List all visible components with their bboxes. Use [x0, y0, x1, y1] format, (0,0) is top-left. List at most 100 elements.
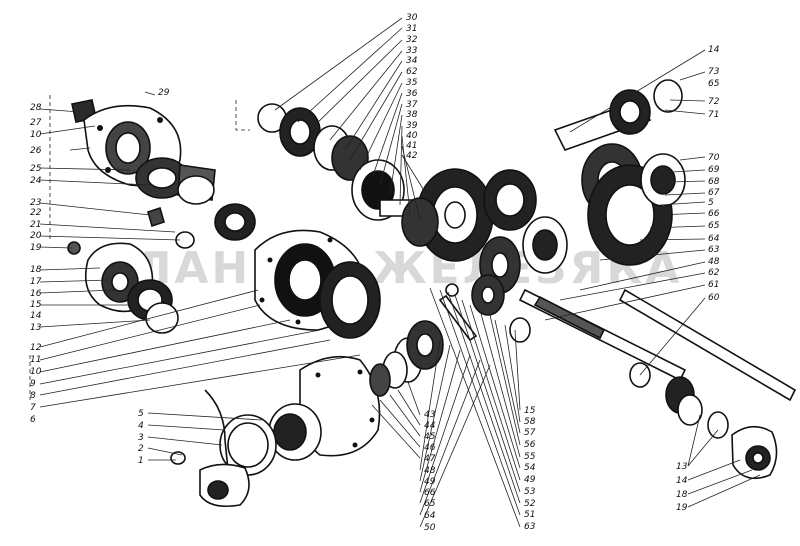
label-2: 2 — [138, 444, 144, 454]
leader-lines — [29, 17, 761, 528]
label-63: 63 — [708, 245, 720, 255]
synchronizer-rings — [369, 320, 444, 397]
label-15a: 15 — [30, 300, 42, 310]
label-c49: 49 — [424, 477, 436, 487]
label-7: 7 — [30, 403, 36, 413]
label-29: 29 — [158, 88, 170, 98]
label-20: 20 — [30, 231, 42, 241]
label-51: 51 — [524, 510, 535, 520]
label-68: 68 — [708, 177, 720, 187]
label-69: 69 — [708, 165, 720, 175]
clutch-housing — [254, 229, 381, 339]
label-58: 58 — [524, 417, 536, 427]
label-5a: 5 — [138, 409, 144, 419]
label-b13: 13 — [676, 462, 688, 472]
label-40: 40 — [406, 131, 418, 141]
label-21: 21 — [30, 220, 41, 230]
label-67: 67 — [708, 188, 720, 198]
label-45: 45 — [424, 432, 436, 442]
label-46: 46 — [424, 443, 436, 453]
label-26: 26 — [30, 146, 42, 156]
label-52: 52 — [524, 499, 536, 509]
label-41: 41 — [406, 141, 417, 151]
label-35: 35 — [406, 78, 418, 88]
label-57: 57 — [524, 428, 536, 438]
label-25: 25 — [30, 164, 42, 174]
pinion-shaft-assembly — [257, 103, 441, 221]
label-73: 73 — [708, 67, 720, 77]
label-1: 1 — [138, 456, 144, 466]
label-30: 30 — [406, 13, 418, 23]
label-54: 54 — [524, 463, 536, 473]
label-32: 32 — [406, 35, 418, 45]
label-62: 62 — [406, 67, 418, 77]
label-12: 12 — [30, 343, 42, 353]
shift-fork — [170, 389, 250, 508]
label-43: 43 — [424, 410, 436, 420]
label-10b: 10 — [30, 367, 42, 377]
label-47: 47 — [424, 454, 436, 464]
label-6: 6 — [30, 415, 36, 425]
label-31: 31 — [406, 24, 417, 34]
output-flange — [731, 425, 778, 480]
label-24: 24 — [30, 176, 42, 186]
label-38: 38 — [406, 110, 418, 120]
label-65a: 65 — [708, 79, 720, 89]
label-c65: 65 — [424, 499, 436, 509]
lower-hub-housing — [219, 355, 381, 476]
label-11: 11 — [30, 355, 41, 365]
label-61: 61 — [708, 280, 719, 290]
label-b18: 18 — [676, 490, 688, 500]
label-18a: 18 — [30, 265, 42, 275]
output-shafts — [518, 288, 797, 439]
label-r62: 62 — [708, 268, 720, 278]
label-17: 17 — [30, 277, 42, 287]
label-c48: 48 — [424, 466, 436, 476]
label-b19: 19 — [676, 503, 688, 513]
label-71: 71 — [708, 110, 719, 120]
label-72: 72 — [708, 97, 720, 107]
label-4: 4 — [138, 421, 144, 431]
label-3: 3 — [138, 433, 144, 443]
differential-spider-gears — [135, 157, 216, 205]
label-42: 42 — [406, 151, 418, 161]
label-36: 36 — [406, 89, 418, 99]
label-13a: 13 — [30, 323, 42, 333]
label-m63: 63 — [524, 522, 536, 532]
label-53: 53 — [524, 487, 536, 497]
label-66: 66 — [708, 209, 720, 219]
label-r5: 5 — [708, 198, 714, 208]
label-m49: 49 — [524, 475, 536, 485]
label-64: 64 — [708, 234, 720, 244]
label-39: 39 — [406, 121, 418, 131]
label-16: 16 — [30, 289, 42, 299]
label-r14: 14 — [708, 45, 720, 55]
label-28: 28 — [30, 103, 42, 113]
label-65b: 65 — [708, 221, 720, 231]
label-b14: 14 — [676, 476, 688, 486]
label-48: 48 — [708, 257, 720, 267]
label-m15: 15 — [524, 406, 536, 416]
watermark: ПЛАНЕТА ЖЕЛЕЗЯКА — [95, 243, 682, 294]
label-56: 56 — [524, 440, 536, 450]
label-23: 23 — [30, 198, 42, 208]
label-60: 60 — [708, 293, 720, 303]
label-27: 27 — [30, 118, 42, 128]
label-c66: 66 — [424, 488, 436, 498]
label-33: 33 — [406, 46, 418, 56]
label-37: 37 — [406, 100, 418, 110]
label-50: 50 — [424, 523, 436, 533]
label-44: 44 — [424, 421, 436, 431]
label-22: 22 — [30, 208, 42, 218]
countershaft-gear-cluster — [553, 79, 686, 266]
side-bearing-left — [147, 203, 256, 249]
label-10a: 10 — [30, 130, 42, 140]
part-number-labels: 29 28 27 10 26 25 24 23 22 21 20 19 18 1… — [30, 13, 720, 533]
label-c64: 64 — [424, 511, 436, 521]
label-9: 9 — [30, 379, 36, 389]
label-70: 70 — [708, 153, 720, 163]
label-34: 34 — [406, 56, 418, 66]
label-55: 55 — [524, 452, 536, 462]
